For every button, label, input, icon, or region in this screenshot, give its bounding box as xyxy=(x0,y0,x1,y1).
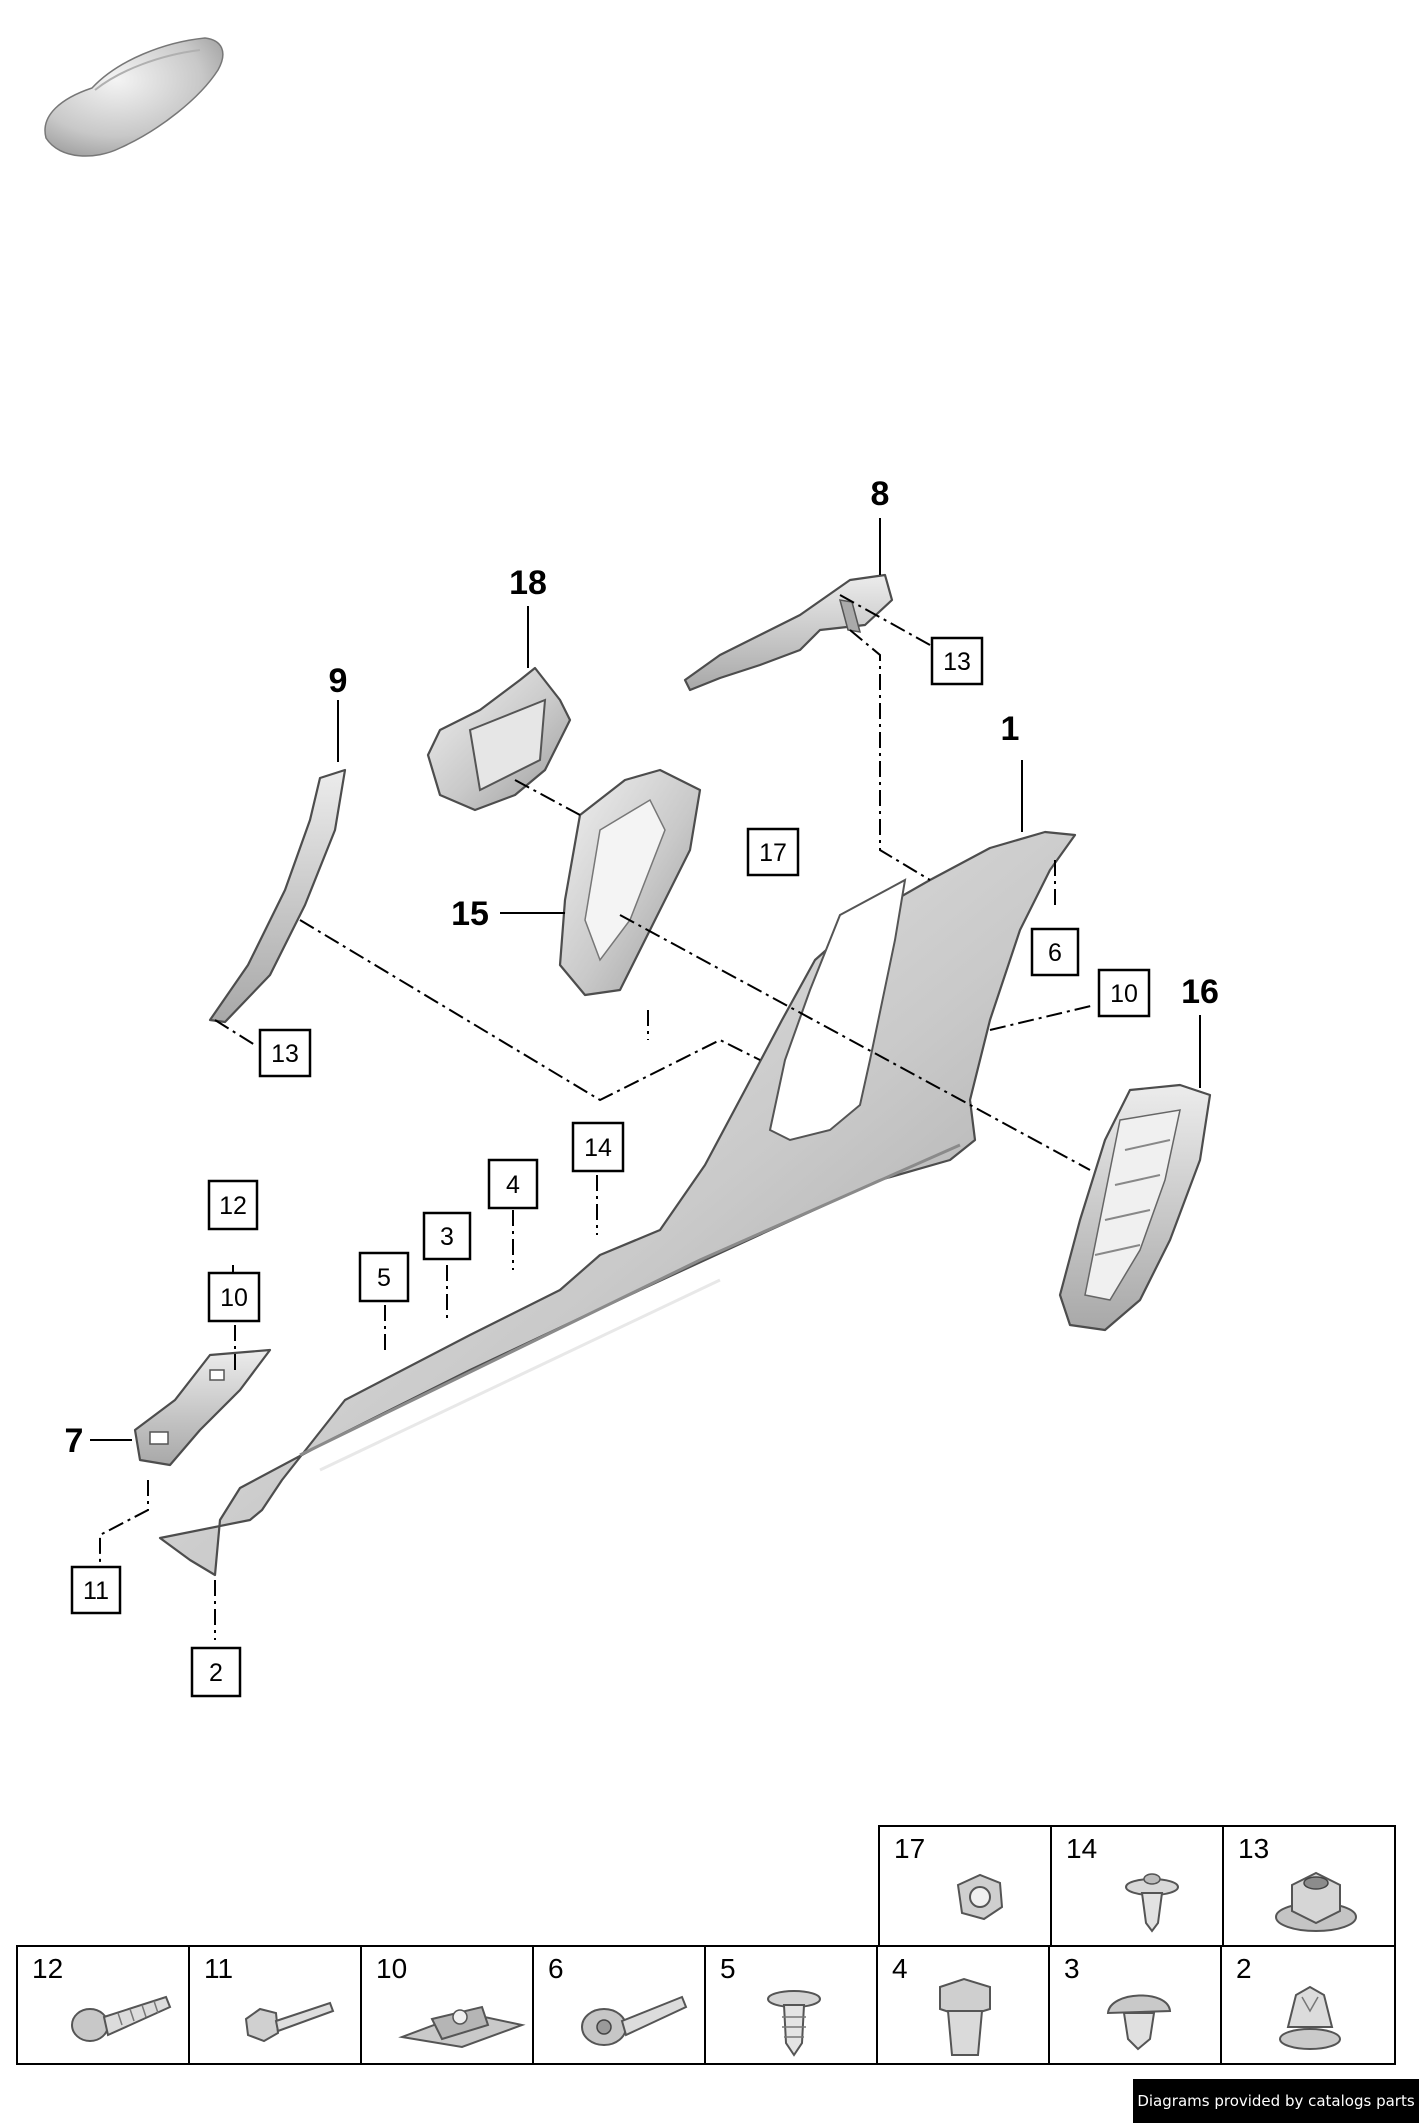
legend-cell-10: 10 xyxy=(360,1945,534,2065)
legend-number: 12 xyxy=(32,1953,64,1984)
flange-nut-icon xyxy=(1275,1871,1357,1932)
dome-clip-icon xyxy=(1106,1994,1172,2051)
svg-text:11: 11 xyxy=(83,1577,109,1605)
speed-nut-icon xyxy=(398,2005,526,2049)
svg-text:10: 10 xyxy=(1110,980,1138,1008)
front-bracket-7 xyxy=(133,1348,272,1467)
callout-box-14: 14 xyxy=(571,1121,625,1173)
callout-9: 9 xyxy=(329,662,348,700)
callout-8: 8 xyxy=(871,475,890,513)
legend-cell-5: 5 xyxy=(704,1945,878,2065)
callout-box-17: 17 xyxy=(746,827,800,877)
legend-cell-6: 6 xyxy=(532,1945,706,2065)
legend-number: 4 xyxy=(892,1953,908,1984)
svg-text:6: 6 xyxy=(1048,939,1062,967)
legend-cell-14: 14 xyxy=(1050,1825,1224,1947)
intake-duct-15 xyxy=(558,768,702,997)
legend-number: 10 xyxy=(376,1953,408,1984)
callout-box-5: 5 xyxy=(358,1251,410,1303)
air-grille-16 xyxy=(1058,1083,1212,1332)
callout-box-10-right: 10 xyxy=(1097,968,1151,1018)
legend-number: 13 xyxy=(1238,1833,1270,1864)
callout-box-13-left: 13 xyxy=(258,1028,312,1078)
callout-box-2: 2 xyxy=(190,1646,242,1698)
callout-box-13-top: 13 xyxy=(930,636,984,686)
hex-nut-icon xyxy=(956,1873,1004,1921)
callout-box-10-left: 10 xyxy=(207,1271,261,1323)
legend-cell-12: 12 xyxy=(16,1945,190,2065)
svg-text:4: 4 xyxy=(506,1171,520,1199)
stud-bolt-icon xyxy=(244,2001,335,2043)
side-sill-panel xyxy=(158,830,1077,1577)
callout-18: 18 xyxy=(509,564,547,602)
upper-bracket-8 xyxy=(683,573,894,692)
leader-lines xyxy=(90,518,1201,1441)
svg-text:17: 17 xyxy=(759,839,787,867)
tree-clip-icon xyxy=(767,1990,821,2057)
svg-text:13: 13 xyxy=(943,648,971,676)
legend-cell-2: 2 xyxy=(1220,1945,1396,2065)
legend-number: 5 xyxy=(720,1953,736,1984)
legend-cell-4: 4 xyxy=(876,1945,1050,2065)
svg-text:13: 13 xyxy=(271,1040,299,1068)
star-clip-icon xyxy=(1279,1985,1341,2050)
pillar-strip-9 xyxy=(208,768,347,1024)
legend-cell-17: 17 xyxy=(878,1825,1052,1947)
callout-box-11: 11 xyxy=(70,1565,122,1615)
svg-text:5: 5 xyxy=(377,1264,391,1292)
legend-number: 6 xyxy=(548,1953,564,1984)
expansion-nut-icon xyxy=(939,1977,991,2056)
legend-number: 17 xyxy=(894,1833,926,1864)
svg-text:14: 14 xyxy=(584,1134,612,1162)
flange-bolt-icon xyxy=(581,1995,688,2046)
push-clip-icon xyxy=(1125,1873,1179,1933)
vehicle-thumbnail xyxy=(44,37,224,157)
callout-box-3: 3 xyxy=(422,1211,472,1261)
diagram-credit: Diagrams provided by catalogs parts xyxy=(1133,2079,1419,2123)
callout-7: 7 xyxy=(65,1422,84,1460)
legend-number: 14 xyxy=(1066,1833,1098,1864)
callout-box-6: 6 xyxy=(1030,927,1080,977)
callout-box-4: 4 xyxy=(487,1158,539,1210)
svg-text:3: 3 xyxy=(440,1223,454,1251)
legend-cell-13: 13 xyxy=(1222,1825,1396,1947)
legend-cell-11: 11 xyxy=(188,1945,362,2065)
callout-box-12: 12 xyxy=(207,1179,259,1231)
legend-number: 2 xyxy=(1236,1953,1252,1984)
svg-text:10: 10 xyxy=(220,1284,248,1312)
callout-1: 1 xyxy=(1001,710,1020,748)
duct-18 xyxy=(426,666,572,812)
torx-screw-icon xyxy=(71,1995,172,2042)
legend-number: 3 xyxy=(1064,1953,1080,1984)
callout-15: 15 xyxy=(451,895,489,933)
legend-cell-3: 3 xyxy=(1048,1945,1222,2065)
legend-number: 11 xyxy=(204,1953,234,1984)
svg-text:12: 12 xyxy=(219,1192,247,1220)
callout-16: 16 xyxy=(1181,973,1219,1011)
svg-text:2: 2 xyxy=(209,1659,223,1687)
